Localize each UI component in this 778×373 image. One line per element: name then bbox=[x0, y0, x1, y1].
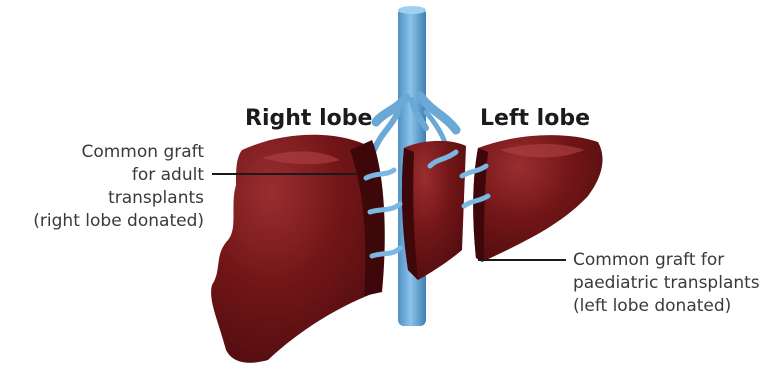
paediatric-graft-line-1: Common graft for bbox=[573, 249, 760, 272]
adult-graft-line-3: transplants bbox=[33, 187, 204, 210]
adult-graft-line-2: for adult bbox=[33, 164, 204, 187]
adult-graft-line-4: (right lobe donated) bbox=[33, 210, 204, 233]
adult-graft-label: Common graft for adult transplants (righ… bbox=[33, 141, 204, 233]
vena-cava-top bbox=[398, 6, 426, 14]
left-lobe-title: Left lobe bbox=[480, 106, 590, 131]
paediatric-graft-line-2: paediatric transplants bbox=[573, 272, 760, 295]
paediatric-graft-label: Common graft for paediatric transplants … bbox=[573, 249, 760, 318]
right-lobe-title: Right lobe bbox=[245, 106, 372, 131]
adult-graft-line-1: Common graft bbox=[33, 141, 204, 164]
paediatric-graft-line-3: (left lobe donated) bbox=[573, 295, 760, 318]
